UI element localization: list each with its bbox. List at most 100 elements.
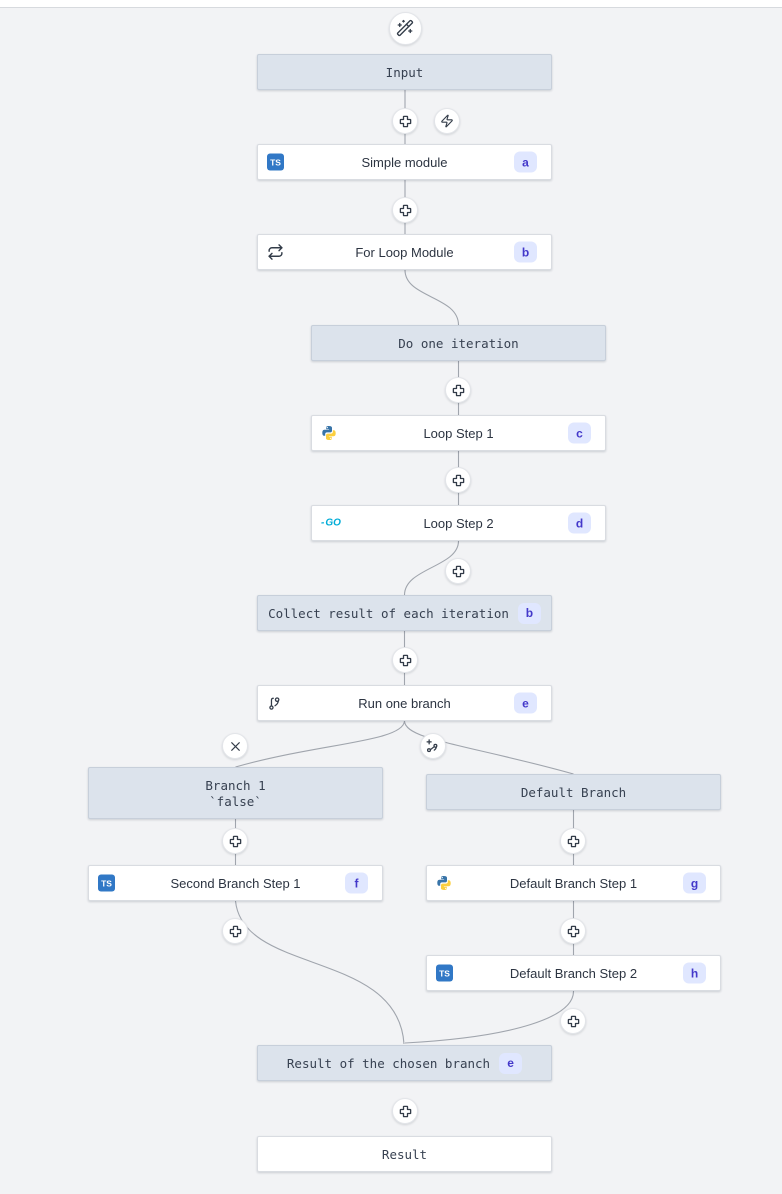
flow-node-default-branch-step-2[interactable]: TS Default Branch Step 2 h	[426, 955, 721, 991]
plus-icon	[566, 1014, 581, 1029]
plus-icon	[566, 924, 581, 939]
insert-step-button[interactable]	[560, 918, 586, 944]
typescript-icon: TS	[436, 964, 453, 982]
plus-icon	[398, 203, 413, 218]
plus-icon	[566, 834, 581, 849]
python-icon	[321, 425, 337, 441]
repeat-icon	[267, 244, 284, 261]
flow-node-default-branch[interactable]: Default Branch	[426, 774, 721, 810]
flow-node-second-branch-step-1[interactable]: TS Second Branch Step 1 f	[88, 865, 383, 901]
node-label: Default Branch Step 1	[509, 875, 638, 891]
insert-step-button[interactable]	[560, 828, 586, 854]
flow-node-input[interactable]: Input	[257, 54, 552, 90]
node-content: Result	[382, 1147, 427, 1162]
node-label: Branch 1	[205, 777, 266, 793]
typescript-icon: TS	[98, 874, 115, 892]
node-badge: b	[517, 602, 541, 624]
wand-sparkles-icon	[396, 19, 414, 37]
node-content: Default Branch	[521, 785, 626, 800]
node-badge: a	[514, 151, 537, 173]
flow-node-run-one-branch[interactable]: Run one branch e	[257, 685, 552, 721]
close-icon	[229, 740, 242, 753]
node-badge: d	[568, 512, 591, 534]
node-label: Loop Step 1	[423, 425, 494, 441]
insert-step-button[interactable]	[222, 918, 248, 944]
typescript-icon-label: TS	[98, 874, 115, 892]
canvas-top-border	[0, 0, 782, 8]
node-badge: e	[514, 692, 537, 714]
plus-icon	[451, 564, 466, 579]
plus-icon	[398, 653, 413, 668]
go-icon-label: GO	[321, 518, 341, 529]
insert-step-button[interactable]	[392, 647, 418, 673]
node-label: For Loop Module	[355, 244, 454, 260]
node-label: Simple module	[361, 154, 448, 170]
node-label: Input	[385, 64, 424, 80]
flow-node-do-one-iteration[interactable]: Do one iteration	[311, 325, 606, 361]
node-label: Run one branch	[358, 695, 451, 711]
go-icon: GO	[321, 518, 341, 529]
flow-node-collect-result[interactable]: Collect result of each iteration b	[257, 595, 552, 631]
insert-step-button[interactable]	[222, 828, 248, 854]
plus-icon	[228, 834, 243, 849]
flow-node-result[interactable]: Result	[257, 1136, 552, 1172]
plus-icon	[398, 114, 413, 129]
node-badge: b	[514, 241, 537, 263]
input-wand-button[interactable]	[388, 11, 422, 45]
edge-connector	[234, 900, 405, 1045]
node-sublabel: `false`	[209, 793, 262, 809]
flow-node-loop-step-2[interactable]: GO Loop Step 2 d	[311, 505, 606, 541]
edge-connector	[235, 720, 406, 768]
flow-node-branch-1[interactable]: Branch 1`false`	[88, 767, 383, 819]
python-icon	[436, 875, 452, 891]
node-label: Result of the chosen branch	[286, 1055, 491, 1071]
node-content: Collect result of each iteration b	[268, 602, 541, 624]
plus-icon	[398, 1104, 413, 1119]
insert-step-button[interactable]	[445, 377, 471, 403]
insert-step-button[interactable]	[392, 197, 418, 223]
node-badge: f	[345, 872, 368, 894]
edge-connector	[403, 720, 574, 775]
node-content: Input	[386, 65, 424, 80]
plus-icon	[451, 473, 466, 488]
node-badge: e	[499, 1052, 523, 1074]
typescript-icon: TS	[267, 153, 284, 171]
node-label: Loop Step 2	[423, 515, 494, 531]
node-label: Default Branch Step 2	[509, 965, 638, 981]
remove-branch-button[interactable]	[222, 733, 248, 759]
zap-icon	[440, 114, 454, 128]
typescript-icon-label: TS	[436, 964, 453, 982]
trigger-button[interactable]	[434, 108, 460, 134]
flow-node-for-loop-module[interactable]: For Loop Module b	[257, 234, 552, 270]
node-content: Branch 1	[205, 778, 265, 793]
plus-icon	[228, 924, 243, 939]
node-content: Result of the chosen branch e	[286, 1052, 523, 1074]
node-label: Result	[381, 1146, 428, 1162]
flow-node-simple-module[interactable]: TS Simple module a	[257, 144, 552, 180]
branch-one-icon	[267, 695, 284, 712]
node-badge: c	[568, 422, 591, 444]
insert-step-button[interactable]	[445, 558, 471, 584]
add-branch-icon	[425, 738, 441, 754]
insert-step-button[interactable]	[560, 1008, 586, 1034]
add-branch-button[interactable]	[420, 733, 446, 759]
flow-node-result-of-chosen-branch[interactable]: Result of the chosen branch e	[257, 1045, 552, 1081]
insert-step-button[interactable]	[392, 108, 418, 134]
typescript-icon-label: TS	[267, 153, 284, 171]
node-label: Second Branch Step 1	[170, 875, 301, 891]
node-badge: h	[683, 962, 706, 984]
node-content: Do one iteration	[398, 336, 518, 351]
edge-connector	[404, 990, 575, 1044]
node-label: Collect result of each iteration	[268, 605, 509, 621]
node-label: Default Branch	[520, 784, 627, 800]
plus-icon	[451, 383, 466, 398]
insert-step-button[interactable]	[445, 467, 471, 493]
edge-connector	[404, 269, 460, 326]
node-label: Do one iteration	[398, 335, 519, 351]
edge-connector	[403, 540, 460, 596]
insert-step-button[interactable]	[392, 1098, 418, 1124]
flow-node-loop-step-1[interactable]: Loop Step 1 c	[311, 415, 606, 451]
